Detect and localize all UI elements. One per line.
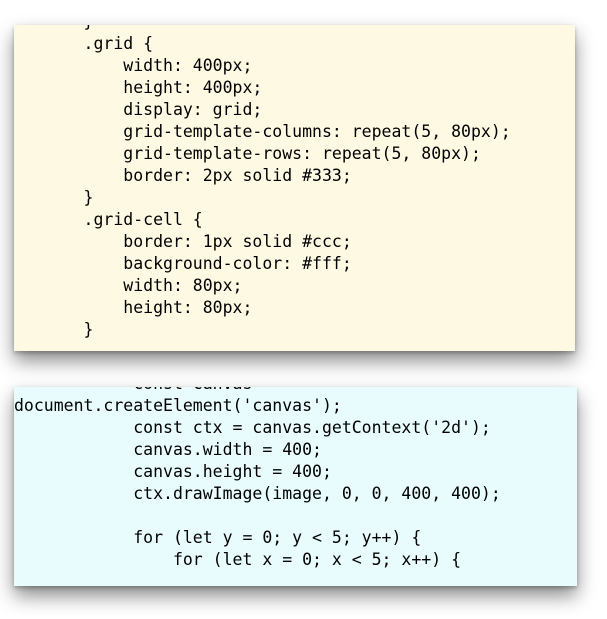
js-code-snippet: const canvas = document.createElement('c… [14,387,577,586]
code-line: grid-template-rows: repeat(5, 80px); [14,144,481,163]
code-line: grid-template-columns: repeat(5, 80px); [14,122,511,141]
code-line: canvas.width = 400; [14,440,322,459]
code-line: for (let x = 0; x < 5; x++) { [14,550,462,569]
code-line [14,505,501,527]
code-line: const canvas = [14,387,501,395]
code-line: .grid { [14,34,154,53]
code-line: border: 2px solid #333; [14,166,352,185]
js-code-lines: const canvas = document.createElement('c… [14,387,501,571]
code-line: border: 1px solid #ccc; [14,232,352,251]
code-line: } [14,188,94,207]
code-line: width: 400px; [14,56,253,75]
code-line: width: 80px; [14,276,243,295]
css-code-snippet: } .grid { width: 400px; height: 400px; d… [14,25,575,351]
code-line: display: grid; [14,100,263,119]
code-line: for (let y = 0; y < 5; y++) { [14,528,422,547]
code-line: background-color: #fff; [14,254,352,273]
code-line: canvas.height = 400; [14,462,332,481]
code-line: height: 400px; [14,78,263,97]
code-line: height: 80px; [14,298,253,317]
css-code-lines: } .grid { width: 400px; height: 400px; d… [14,25,511,341]
code-line: } [14,320,94,339]
code-line: const ctx = canvas.getContext('2d'); [14,418,491,437]
code-line: ctx.drawImage(image, 0, 0, 400, 400); [14,484,501,503]
code-line: .grid-cell { [14,210,203,229]
code-line: document.createElement('canvas'); [14,396,342,415]
code-line: } [14,25,511,33]
